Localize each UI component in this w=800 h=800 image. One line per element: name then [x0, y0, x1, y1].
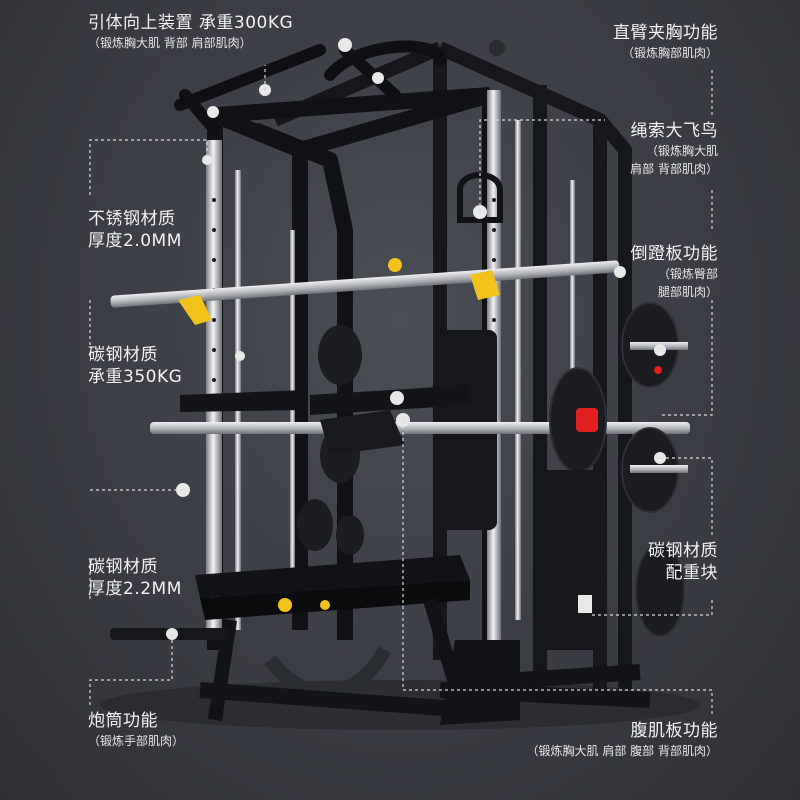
cable-fly-sub1: （锻炼胸大肌 [645, 144, 718, 158]
annotation-cable-fly: 绳索大飞鸟 （锻炼胸大肌 肩部 背部肌肉） [630, 120, 718, 178]
cable-fly-title: 绳索大飞鸟 [630, 121, 718, 141]
pullup-title: 引体向上装置 承重300KG [88, 13, 294, 33]
pedal-board [320, 410, 405, 455]
weight-plates-right [549, 302, 688, 637]
annotation-chest-fly: 直臂夹胸功能 （锻炼胸部肌肉） [613, 22, 718, 62]
lower-barbell [150, 422, 690, 434]
weight-stack [545, 470, 600, 650]
ab-board-title: 腹肌板功能 [630, 721, 718, 741]
landmine-sub: （锻炼手部肌肉） [88, 734, 185, 748]
annotation-carbon-frame: 碳钢材质 承重350KG [88, 344, 182, 388]
carbon-thick-sub: 厚度2.2MM [88, 579, 182, 599]
carbon-thick-title: 碳钢材质 [88, 557, 158, 577]
pedal-sub2: 腿部肌肉） [657, 285, 718, 299]
annotation-weight-stack: 碳钢材质 配重块 [648, 540, 718, 584]
annotation-pullup: 引体向上装置 承重300KG （锻炼胸大肌 背部 肩部肌肉） [88, 12, 293, 52]
ab-board-sub: （锻炼胸大肌 肩部 腹部 背部肌肉） [526, 744, 718, 758]
weight-stack-sub: 配重块 [665, 563, 718, 583]
carbon-frame-sub: 承重350KG [88, 367, 183, 387]
leader-lines [89, 65, 713, 715]
chest-fly-title: 直臂夹胸功能 [613, 23, 718, 43]
annotation-ab-board: 腹肌板功能 （锻炼胸大肌 肩部 腹部 背部肌肉） [527, 720, 718, 760]
cable-fly-sub2: 肩部 背部肌肉） [630, 162, 718, 176]
annotation-pedal: 倒蹬板功能 （锻炼臀部 腿部肌肉） [631, 243, 719, 301]
upper-barbell [110, 258, 620, 325]
weight-stack-title: 碳钢材质 [648, 541, 718, 561]
stainless-sub: 厚度2.0MM [88, 231, 182, 251]
pullup-sub: （锻炼胸大肌 背部 肩部肌肉） [88, 36, 252, 50]
pedal-sub1: （锻炼臀部 [657, 267, 718, 281]
pullup-bar [174, 40, 446, 136]
landmine-title: 炮筒功能 [88, 711, 158, 731]
annotation-landmine: 炮筒功能 （锻炼手部肌肉） [88, 710, 184, 750]
pedal-title: 倒蹬板功能 [630, 244, 718, 264]
annotation-carbon-thick: 碳钢材质 厚度2.2MM [88, 556, 182, 600]
stainless-title: 不锈钢材质 [88, 209, 176, 229]
annotation-stainless: 不锈钢材质 厚度2.0MM [88, 208, 182, 252]
carbon-frame-title: 碳钢材质 [88, 345, 158, 365]
chest-fly-sub: （锻炼胸部肌肉） [621, 46, 718, 60]
